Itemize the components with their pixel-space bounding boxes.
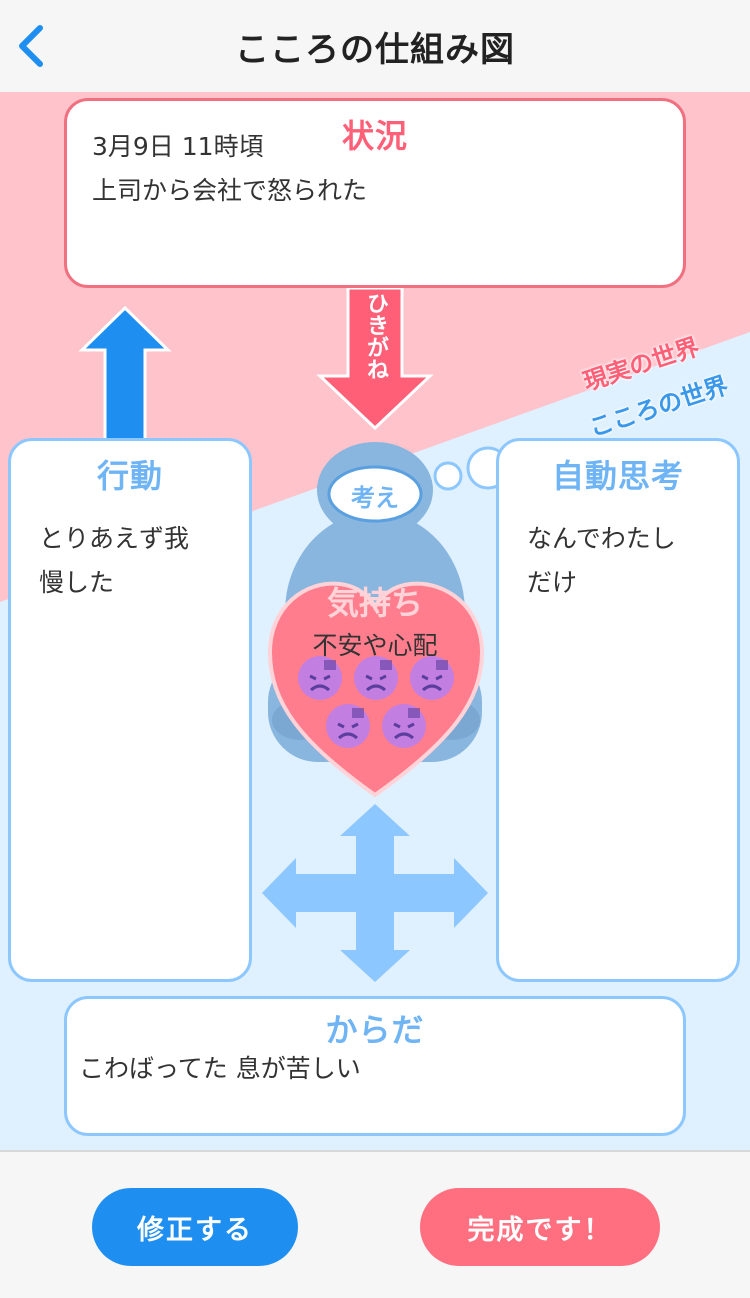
situation-text: 3月9日 11時頃 上司から会社で怒られた xyxy=(92,132,368,205)
trigger-label: ひきがね xyxy=(363,292,388,380)
body-label: からだ xyxy=(325,1011,425,1049)
feeling-label: 気持ち xyxy=(326,584,423,622)
behavior-box[interactable]: 行動 とりあえず我 慢した xyxy=(8,438,252,982)
feeling-text[interactable]: 不安や心配 xyxy=(312,631,438,660)
edit-button[interactable]: 修正する xyxy=(92,1188,298,1266)
situation-label: 状況 xyxy=(341,117,408,155)
body-box[interactable]: からだ こわばってた 息が苦しい xyxy=(64,996,686,1136)
mind-diagram: ひきがね 現実の世界 こころの世界 状況 3月9日 11時頃 上司から会社で怒ら… xyxy=(0,92,750,1150)
thought-label: 考え xyxy=(351,484,399,512)
nav-bar: こころの仕組み図 xyxy=(0,0,750,92)
cross-arrow-icon xyxy=(262,804,488,982)
done-button[interactable]: 完成です！ xyxy=(420,1188,660,1266)
back-chevron-icon[interactable] xyxy=(12,22,52,70)
behavior-text: とりあえず我 慢した xyxy=(39,524,190,597)
page-title: こころの仕組み図 xyxy=(235,29,515,70)
behavior-label: 行動 xyxy=(96,457,163,495)
footer-bar: 修正する 完成です！ xyxy=(0,1150,750,1298)
body-text: こわばってた 息が苦しい xyxy=(79,1054,361,1083)
auto-thought-label: 自動思考 xyxy=(551,457,684,495)
auto-thought-text: なんでわたし だけ xyxy=(527,524,676,597)
auto-thought-box[interactable]: 自動思考 なんでわたし だけ xyxy=(496,438,740,982)
situation-box[interactable]: 状況 3月9日 11時頃 上司から会社で怒られた xyxy=(64,98,686,288)
worried-face-icons xyxy=(298,656,454,748)
